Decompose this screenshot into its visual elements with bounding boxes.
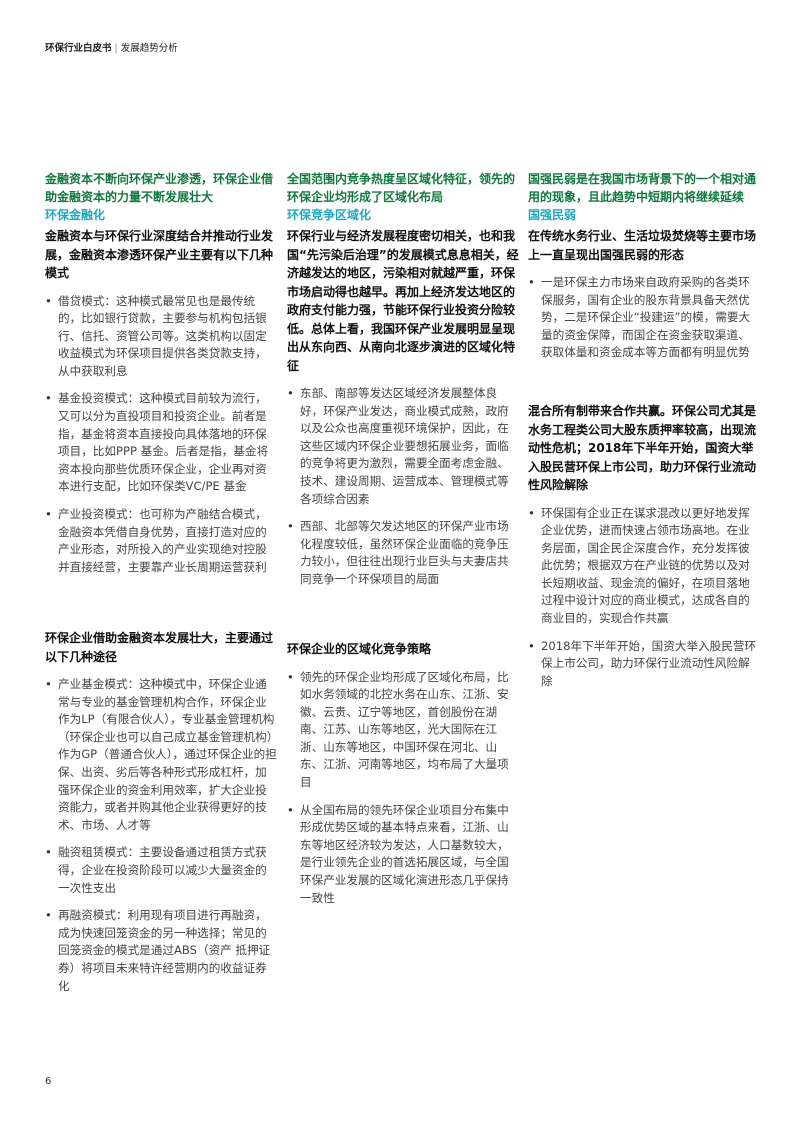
column-regional: 全国范围内竞争热度呈区域化特征，领先的环保企业均形成了区域化布局 环保竞争区域化… [287, 170, 519, 599]
running-header: 环保行业白皮书|发展趋势分析 [45, 40, 178, 54]
bullet-list: 领先的环保企业均形成了区域化布局，比如水务领域的北控水务在山东、江浙、安徽、云贵… [287, 669, 519, 908]
section-lead: 国强民弱是在我国市场背景下的一个相对通用的现象，且此趋势中短期内将继续延续 [528, 172, 757, 204]
column-finance: 金融资本不断向环保产业渗透，环保企业借助金融资本的力量不断发展壮大 环保金融化 … [45, 170, 277, 586]
bullet-list: 环保国有企业正在谋求混改以更好地发挥企业优势，进而快速占领市场高地。在业务层面，… [528, 505, 760, 691]
list-item: 东部、南部等发达区域经济发展整体良好，环保产业发达，商业模式成熟，政府以及公众也… [287, 385, 519, 508]
header-separator: | [114, 43, 118, 54]
bullet-list: 一是环保主力市场来自政府采购的各类环保服务，国有企业的股东背景具备天然优势，二是… [528, 274, 760, 362]
page-number: 6 [45, 1076, 52, 1087]
header-subtitle: 发展趋势分析 [120, 43, 178, 54]
section-lead: 金融资本不断向环保产业渗透，环保企业借助金融资本的力量不断发展壮大 [45, 172, 274, 204]
section-heading: 环保企业借助金融资本发展壮大，主要通过以下几种途径 [45, 631, 274, 664]
list-item: 环保国有企业正在谋求混改以更好地发挥企业优势，进而快速占领市场高地。在业务层面，… [528, 505, 760, 628]
column-regional-part2: 环保企业的区域化竞争策略 领先的环保企业均形成了区域化布局，比如水务领域的北控水… [287, 637, 519, 917]
list-item: 借贷模式：这种模式最常见也是最传统的，比如银行贷款，主要参与机构包括银行、信托、… [45, 293, 277, 381]
section-tag: 环保竞争区域化 [287, 208, 372, 222]
list-item: 从全国布局的领先环保企业项目分布集中形成优势区域的基本特点来看，江浙、山东等地区… [287, 802, 519, 908]
section-heading: 在传统水务行业、生活垃圾焚烧等主要市场上一直呈现出国强民弱的形态 [528, 229, 757, 262]
list-item: 领先的环保企业均形成了区域化布局，比如水务领域的北控水务在山东、江浙、安徽、云贵… [287, 669, 519, 792]
section-lead: 全国范围内竞争热度呈区域化特征，领先的环保企业均形成了区域化布局 [287, 172, 516, 204]
section-heading: 环保企业的区域化竞争策略 [287, 642, 432, 656]
section-heading: 金融资本与环保行业深度结合并推动行业发展，金融资本渗透环保产业主要有以下几种模式 [45, 229, 274, 280]
column-state-strong: 国强民弱是在我国市场背景下的一个相对通用的现象，且此趋势中短期内将继续延续 国强… [528, 170, 760, 372]
list-item: 产业投资模式：也可称为产融结合模式，金融资本凭借自身优势，直接打造对应的产业形态… [45, 506, 277, 576]
section-heading: 混合所有制带来合作共赢。环保公司尤其是水务工程类公司大股东质押率较高，出现流动性… [528, 404, 757, 492]
header-title: 环保行业白皮书 [45, 43, 112, 54]
list-item: 融资租赁模式：主要设备通过租赁方式获得，企业在投资阶段可以减少大量资金的一次性支… [45, 844, 277, 897]
bullet-list: 借贷模式：这种模式最常见也是最传统的，比如银行贷款，主要参与机构包括银行、信托、… [45, 293, 277, 577]
section-tag: 国强民弱 [528, 208, 577, 222]
bullet-list: 产业基金模式：这种模式中，环保企业通常与专业的基金管理机构合作，环保企业作为LP… [45, 676, 277, 995]
list-item: 西部、北部等欠发达地区的环保产业市场化程度较低，虽然环保企业面临的竞争压力较小，… [287, 518, 519, 588]
column-finance-part2: 环保企业借助金融资本发展壮大，主要通过以下几种途径 产业基金模式：这种模式中，环… [45, 626, 277, 1005]
list-item: 一是环保主力市场来自政府采购的各类环保服务，国有企业的股东背景具备天然优势，二是… [528, 274, 760, 362]
list-item: 再融资模式：利用现有项目进行再融资，成为快速回笼资金的另一种选择；常见的回笼资金… [45, 907, 277, 995]
column-state-strong-part2: 混合所有制带来合作共赢。环保公司尤其是水务工程类公司大股东质押率较高，出现流动性… [528, 399, 760, 700]
section-heading: 环保行业与经济发展程度密切相关，也和我国“先污染后治理”的发展模式息息相关，经济… [287, 229, 519, 373]
bullet-list: 东部、南部等发达区域经济发展整体良好，环保产业发达，商业模式成熟，政府以及公众也… [287, 385, 519, 589]
section-tag: 环保金融化 [45, 208, 106, 222]
list-item: 2018年下半年开始，国资大举入股民营环保上市公司，助力环保行业流动性风险解除 [528, 638, 760, 691]
list-item: 产业基金模式：这种模式中，环保企业通常与专业的基金管理机构合作，环保企业作为LP… [45, 676, 277, 834]
list-item: 基金投资模式：这种模式目前较为流行，又可以分为直投项目和投资企业。前者是指，基金… [45, 390, 277, 496]
